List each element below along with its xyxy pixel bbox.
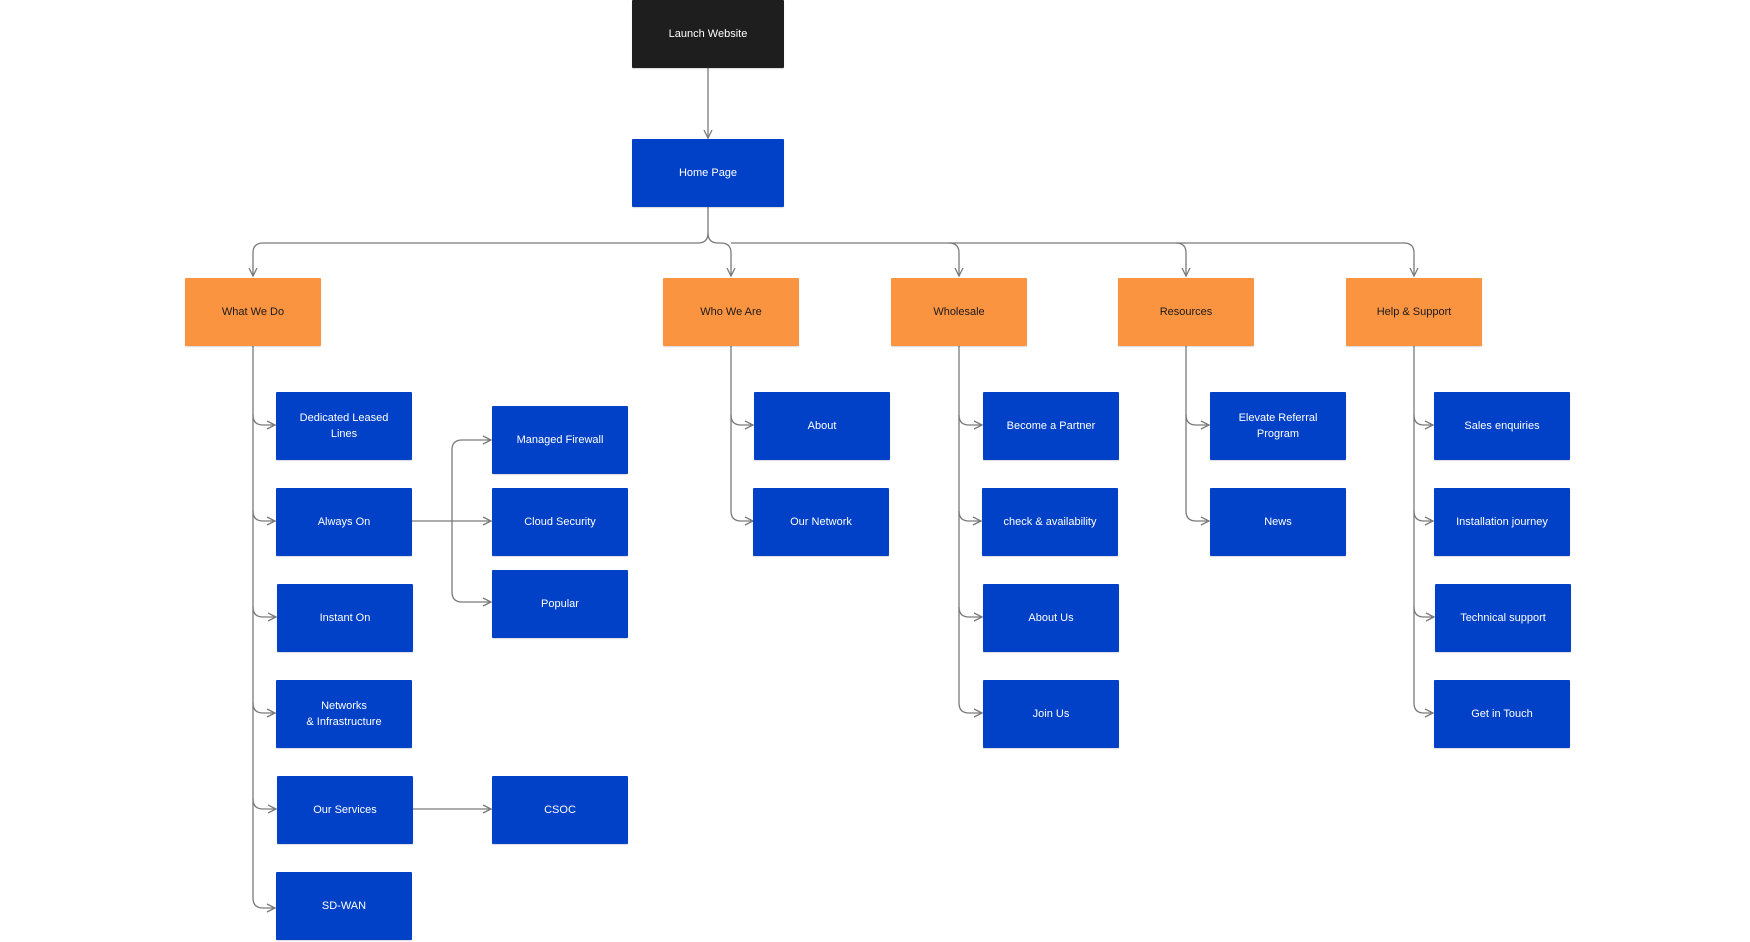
node-instant-on[interactable]: Instant On [277, 584, 413, 652]
node-our-network[interactable]: Our Network [753, 488, 889, 556]
connector-resources-elevate [1185, 414, 1211, 430]
node-section-resources[interactable]: Resources [1118, 278, 1254, 346]
node-launch-website[interactable]: Launch Website [632, 0, 784, 68]
connector-wwd-instant-on [252, 606, 278, 622]
connector-home-help-support [1176, 242, 1419, 278]
node-section-help-support[interactable]: Help & Support [1346, 278, 1482, 346]
connector-help-installation [1413, 510, 1435, 526]
connector-help-sales [1413, 414, 1435, 430]
node-section-what-we-do[interactable]: What We Do [185, 278, 321, 346]
node-managed-firewall[interactable]: Managed Firewall [492, 406, 628, 474]
node-join-us[interactable]: Join Us [983, 680, 1119, 748]
connector-wwa-spine [730, 346, 755, 526]
node-check-availability[interactable]: check & availability [982, 488, 1118, 556]
node-always-on[interactable]: Always On [276, 488, 412, 556]
connector-home-resources [949, 242, 1191, 278]
connector-wholesale-partner [958, 414, 984, 430]
node-about[interactable]: About [754, 392, 890, 460]
connector-resources-spine [1185, 346, 1211, 526]
node-technical-support[interactable]: Technical support [1435, 584, 1571, 652]
node-elevate-referral-program[interactable]: Elevate Referral Program [1210, 392, 1346, 460]
node-section-wholesale[interactable]: Wholesale [891, 278, 1027, 346]
connector-home-who-we-are [707, 232, 736, 278]
connector-wholesale-about-us [958, 606, 984, 622]
connector-wwd-always-on [252, 510, 277, 526]
node-news[interactable]: News [1210, 488, 1346, 556]
node-sales-enquiries[interactable]: Sales enquiries [1434, 392, 1570, 460]
node-section-who-we-are[interactable]: Who We Are [663, 278, 799, 346]
node-home-page[interactable]: Home Page [632, 139, 784, 207]
node-sd-wan[interactable]: SD-WAN [276, 872, 412, 940]
connector-home-what-we-do [248, 207, 709, 278]
connector-help-technical [1413, 606, 1436, 622]
node-popular[interactable]: Popular [492, 570, 628, 638]
node-dedicated-leased-lines[interactable]: Dedicated Leased Lines [276, 392, 412, 460]
connector-wholesale-spine [958, 346, 984, 718]
node-installation-journey[interactable]: Installation journey [1434, 488, 1570, 556]
connector-always-on-firewall [451, 435, 493, 521]
connector-home-wholesale [731, 242, 964, 278]
node-become-a-partner[interactable]: Become a Partner [983, 392, 1119, 460]
connector-wwa-about [730, 414, 755, 430]
node-cloud-security[interactable]: Cloud Security [492, 488, 628, 556]
connector-wwd-our-services [252, 798, 278, 814]
node-get-in-touch[interactable]: Get in Touch [1434, 680, 1570, 748]
node-csoc[interactable]: CSOC [492, 776, 628, 844]
connector-always-on-popular [451, 521, 493, 607]
connector-help-spine [1413, 346, 1435, 718]
connector-wwd-networks [252, 702, 277, 718]
node-networks-infrastructure[interactable]: Networks & Infrastructure [276, 680, 412, 748]
connector-wholesale-check [958, 510, 983, 526]
node-our-services[interactable]: Our Services [277, 776, 413, 844]
connector-wwd-spine [252, 346, 277, 913]
connector-wwd-dedicated [252, 414, 277, 430]
node-about-us[interactable]: About Us [983, 584, 1119, 652]
